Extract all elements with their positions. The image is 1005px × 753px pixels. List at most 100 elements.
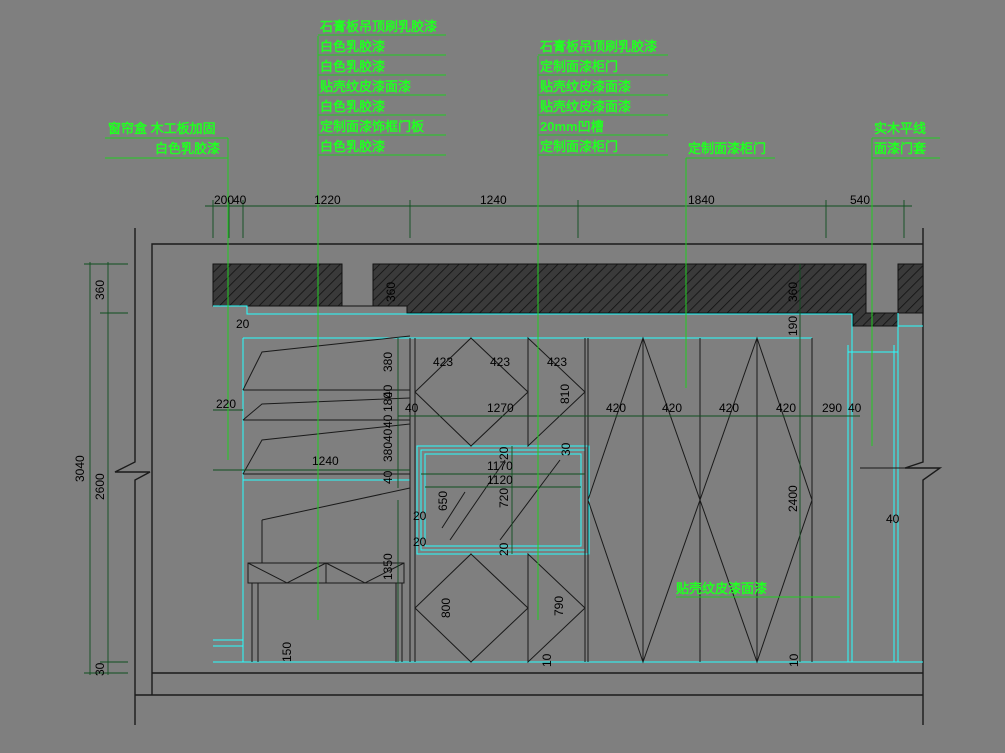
dim-total-value: 3040	[73, 455, 87, 482]
annotation-mid: 定制面漆柜门	[687, 141, 766, 156]
dim-shelf-spacing: 380	[381, 442, 395, 462]
annotation-col1-item: 定制面漆饰框门板	[319, 119, 425, 134]
dim-frame-gap: 20	[497, 542, 511, 556]
annotation-right-2: 面漆门套	[874, 141, 927, 156]
dim-diamond-lower: 790	[552, 596, 566, 616]
dim-cabinet-width: 420	[606, 401, 626, 415]
dim-frame-gap: 20	[413, 535, 427, 549]
dim-left-value: 30	[93, 662, 107, 676]
dim-shelf-spacing: 180	[381, 392, 395, 412]
diamond-lower-1	[414, 553, 529, 663]
building-outline	[114, 228, 943, 725]
dim-cabinet-width: 420	[662, 401, 682, 415]
desk-drawer-v1	[247, 562, 327, 584]
dim-shelf-spacing: 40	[381, 470, 395, 484]
dim-shelf-depth: 220	[216, 397, 236, 411]
interior-outline	[213, 305, 923, 663]
tv-frame-inner	[424, 453, 582, 547]
annotation-col1-item: 白色乳胶漆	[320, 139, 385, 154]
annotation-col1-item: 白色乳胶漆	[320, 39, 385, 54]
diamond-lower-2	[527, 552, 586, 664]
dim-cabinet-width: 40	[405, 401, 419, 415]
dim-cabinet-width: 40	[848, 401, 862, 415]
annotation-col1-item: 贴壳纹皮漆面漆	[320, 79, 411, 94]
dim-desk-height: 1350	[381, 553, 395, 580]
dim-bottom-gap: 10	[787, 653, 801, 667]
desk-drawer-v2	[325, 562, 405, 584]
dim-diamond-top: 423	[490, 355, 510, 369]
left-wall-outer	[114, 228, 151, 725]
dim-shelf-spacing: 40	[381, 384, 395, 398]
annotation-left-upper: 窗帘盒 木工板加固	[108, 121, 216, 136]
annotation-col1-item: 白色乳胶漆	[320, 99, 385, 114]
diamond-upper-1	[414, 337, 529, 447]
dim-cabinet-width: 290	[822, 401, 842, 415]
ceiling-hatch-left	[212, 263, 924, 327]
diamond-tall-2	[699, 336, 813, 664]
dim-shelf-width: 1240	[312, 454, 339, 468]
dim-ceiling-drop: 360	[786, 282, 800, 302]
dim-cabinet-width: 420	[776, 401, 796, 415]
dim-top-value: 1240	[480, 193, 507, 207]
ceiling-line	[213, 305, 853, 345]
dim-diamond-top: 423	[547, 355, 567, 369]
dim-desk-leg: 150	[280, 642, 294, 662]
dim-bottom-gap: 10	[540, 653, 554, 667]
dim-frame-gap: 20	[413, 509, 427, 523]
diamond-upper-2	[527, 336, 586, 448]
dim-cabinet-width: 1270	[487, 401, 514, 415]
annotation-col2-item: 定制面漆柜门	[539, 139, 618, 154]
dim-left-value: 360	[93, 280, 107, 300]
dim-top-value: 1840	[688, 193, 715, 207]
annotation-left-lower: 白色乳胶漆	[155, 141, 220, 156]
dim-left-value: 2600	[93, 473, 107, 500]
dim-gap: 20	[236, 317, 250, 331]
annotation-col1-item: 石膏板吊顶刷乳胶漆	[319, 19, 437, 34]
dim-frame-width: 1170	[487, 459, 513, 473]
shelf-4	[261, 487, 411, 521]
ceiling-slab	[212, 263, 924, 327]
dim-cabinet-height: 2400	[786, 485, 800, 512]
dim-frame-height: 650	[436, 491, 450, 511]
furniture-lines	[242, 335, 923, 664]
glass-hatch-2	[499, 459, 561, 541]
tv-frame-outer	[416, 445, 590, 555]
annotation-col2-item: 石膏板吊顶刷乳胶漆	[539, 39, 657, 54]
shelf-1	[242, 335, 411, 391]
dim-ceiling-drop: 360	[384, 282, 398, 302]
dim-frame-gap: 30	[559, 442, 573, 456]
dim-frame-width: 1120	[487, 473, 513, 487]
dim-shelf-spacing: 40	[381, 428, 395, 442]
annotation-col2-item: 20mm凹槽	[540, 119, 604, 134]
annotation-col2-item: 贴壳纹皮漆面漆	[540, 79, 631, 94]
glass-hatch-3	[441, 491, 466, 529]
dim-top-value: 1220	[314, 193, 341, 207]
glass-hatch-1	[449, 459, 506, 541]
room-boundary-top	[151, 243, 923, 478]
dim-shelf-spacing: 380	[381, 352, 395, 372]
text-layer: 窗帘盒 木工板加固白色乳胶漆石膏板吊顶刷乳胶漆白色乳胶漆白色乳胶漆贴壳纹皮漆面漆…	[73, 19, 927, 676]
diamond-tall-1	[587, 336, 701, 664]
dim-frame-gap: 20	[497, 446, 511, 460]
annotation-col1-item: 白色乳胶漆	[320, 59, 385, 74]
shelf-2	[242, 397, 411, 421]
dim-frame-height: 720	[497, 488, 511, 508]
annotation-col2-item: 贴壳纹皮漆面漆	[540, 99, 631, 114]
dimension-lines	[84, 200, 912, 675]
dim-top-value: 40	[233, 193, 247, 207]
annotation-right-1: 实木平线	[874, 121, 926, 136]
dim-door-gap: 40	[886, 512, 900, 526]
dim-diamond-lower: 800	[439, 598, 453, 618]
dim-diamond-height: 810	[558, 384, 572, 404]
dim-diamond-top: 423	[433, 355, 453, 369]
dim-top-value: 200	[214, 193, 234, 207]
annotation-col2-item: 定制面漆柜门	[539, 59, 618, 74]
dim-ceiling-right: 190	[786, 316, 800, 336]
shelf-3	[242, 423, 411, 475]
dim-cabinet-width: 420	[719, 401, 739, 415]
dim-top-value: 540	[850, 193, 870, 207]
dim-shelf-spacing: 40	[381, 414, 395, 428]
annotation-bottom: 贴壳纹皮漆面漆	[676, 581, 767, 596]
